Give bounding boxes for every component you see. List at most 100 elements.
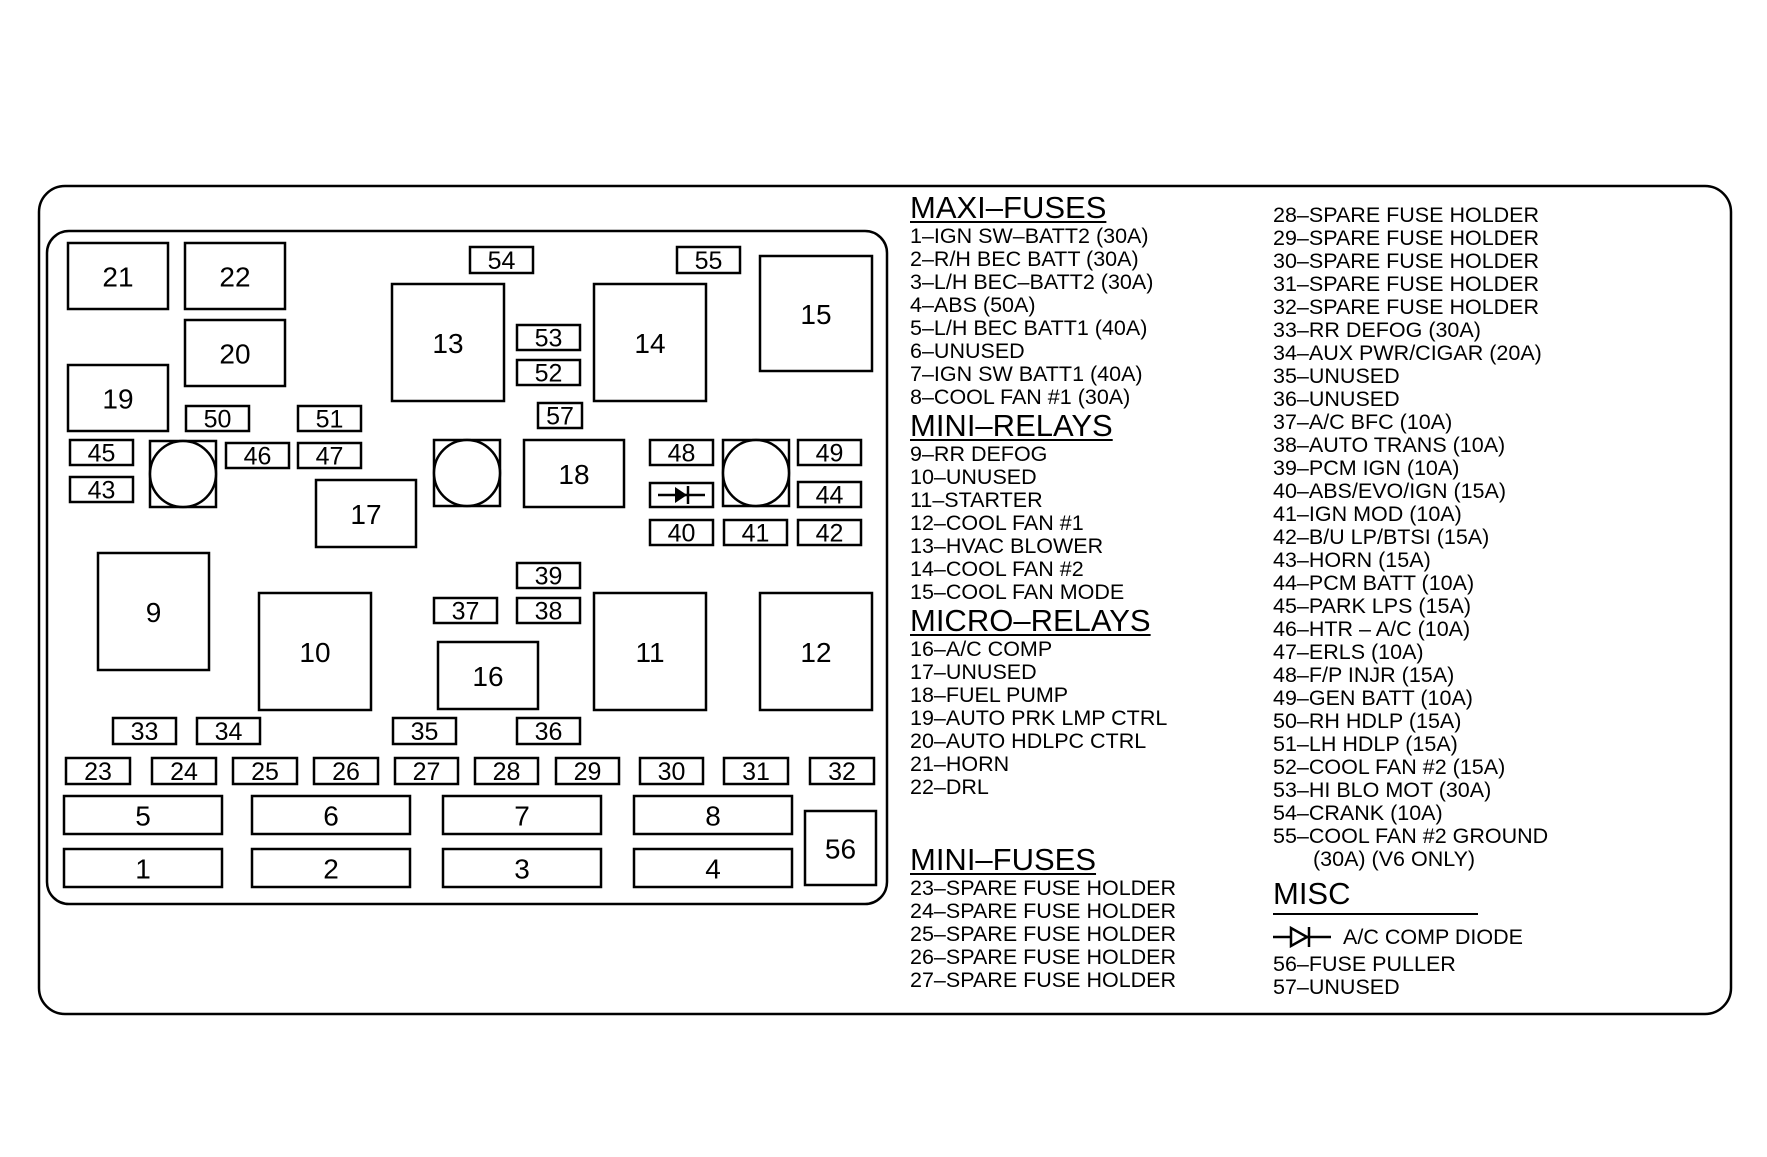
- relay-socket-circle: [432, 438, 502, 508]
- component-outline: [796, 480, 863, 509]
- component-label: 4: [705, 854, 721, 885]
- component-outline: [758, 591, 874, 712]
- component-outline: [68, 475, 135, 504]
- component-label: 12: [800, 637, 831, 668]
- component-15: 15: [758, 254, 874, 373]
- component-outline: [150, 756, 218, 786]
- component-54: 54: [468, 245, 535, 275]
- component-14: 14: [592, 282, 708, 403]
- component-label: 44: [816, 482, 844, 510]
- component-21: 21: [66, 241, 170, 311]
- component-label: 17: [350, 499, 381, 530]
- component-label: 49: [816, 440, 844, 468]
- component-outline: [554, 756, 621, 786]
- component-label: 30: [658, 758, 686, 786]
- component-22: 22: [183, 241, 287, 311]
- component-6: 6: [250, 794, 412, 836]
- component-19: 19: [66, 363, 170, 433]
- component-label: 56: [825, 834, 856, 865]
- component-outline: [183, 241, 287, 311]
- component-30: 30: [638, 756, 705, 786]
- component-29: 29: [554, 756, 621, 786]
- component-outline: [515, 596, 582, 625]
- component-label: 28: [493, 758, 521, 786]
- relay-socket-circle: [148, 439, 218, 509]
- relay-socket-circle: [721, 438, 791, 508]
- component-51: 51: [296, 404, 363, 434]
- component-label: 34: [215, 718, 243, 746]
- component-23: 23: [64, 756, 132, 786]
- component-label: 24: [170, 758, 198, 786]
- component-1: 1: [62, 847, 224, 889]
- component-outline: [515, 323, 582, 352]
- component-label: 33: [131, 718, 159, 746]
- component-label: 57: [546, 403, 574, 431]
- component-outline: [296, 441, 363, 470]
- component-outline: [184, 404, 251, 433]
- component-label: 39: [535, 563, 563, 591]
- component-outline: [66, 363, 170, 433]
- component-label: 45: [88, 440, 116, 468]
- component-label: 10: [299, 637, 330, 668]
- component-outline: [796, 438, 863, 467]
- component-50: 50: [184, 404, 251, 434]
- component-outline: [648, 518, 715, 547]
- component-17: 17: [314, 478, 418, 549]
- component-55: 55: [675, 245, 742, 275]
- component-label: 32: [828, 758, 856, 786]
- component-label: 46: [244, 443, 272, 471]
- component-label: 5: [135, 801, 151, 832]
- component-outline: [68, 438, 135, 467]
- component-outline: [592, 591, 708, 712]
- component-label: 15: [800, 299, 831, 330]
- component-outline: [803, 809, 878, 887]
- component-57: 57: [536, 401, 584, 431]
- component-outline: [231, 756, 299, 786]
- component-label: 37: [452, 598, 480, 626]
- component-label: 16: [472, 661, 503, 692]
- component-outline: [250, 847, 412, 889]
- component-40: 40: [648, 518, 715, 548]
- component-outline: [195, 716, 262, 746]
- component-outline: [722, 518, 789, 547]
- component-label: 50: [204, 406, 232, 434]
- component-label: 31: [742, 758, 770, 786]
- component-outline: [314, 478, 418, 549]
- component-label: 8: [705, 801, 721, 832]
- component-outline: [522, 438, 626, 509]
- component-24: 24: [150, 756, 218, 786]
- component-outline: [312, 756, 380, 786]
- component-27: 27: [393, 756, 460, 786]
- component-outline: [632, 794, 794, 836]
- component-4: 4: [632, 847, 794, 889]
- component-outline: [648, 438, 715, 467]
- fuse-block-outline: [45, 229, 889, 906]
- component-5: 5: [62, 794, 224, 836]
- component-outline: [808, 756, 876, 786]
- component-label: 20: [219, 339, 250, 370]
- component-36: 36: [515, 716, 582, 746]
- component-label: 2: [323, 854, 339, 885]
- component-11: 11: [592, 591, 708, 712]
- component-outline: [111, 716, 178, 746]
- component-46: 46: [224, 441, 291, 471]
- component-label: 52: [535, 360, 563, 388]
- component-26: 26: [312, 756, 380, 786]
- component-28: 28: [473, 756, 540, 786]
- component-outline: [390, 282, 506, 403]
- component-label: 19: [102, 384, 133, 415]
- component-label: 6: [323, 801, 339, 832]
- component-outline: [296, 404, 363, 433]
- component-label: 43: [88, 477, 116, 505]
- component-outline: [722, 756, 790, 786]
- component-label: 27: [413, 758, 441, 786]
- component-56: 56: [803, 809, 878, 887]
- component-label: 47: [316, 443, 344, 471]
- component-47: 47: [296, 441, 363, 471]
- component-outline: [391, 716, 458, 746]
- component-outline: [468, 245, 535, 275]
- component-label: 48: [668, 440, 696, 468]
- component-44: 44: [796, 480, 863, 510]
- component-43: 43: [68, 475, 135, 505]
